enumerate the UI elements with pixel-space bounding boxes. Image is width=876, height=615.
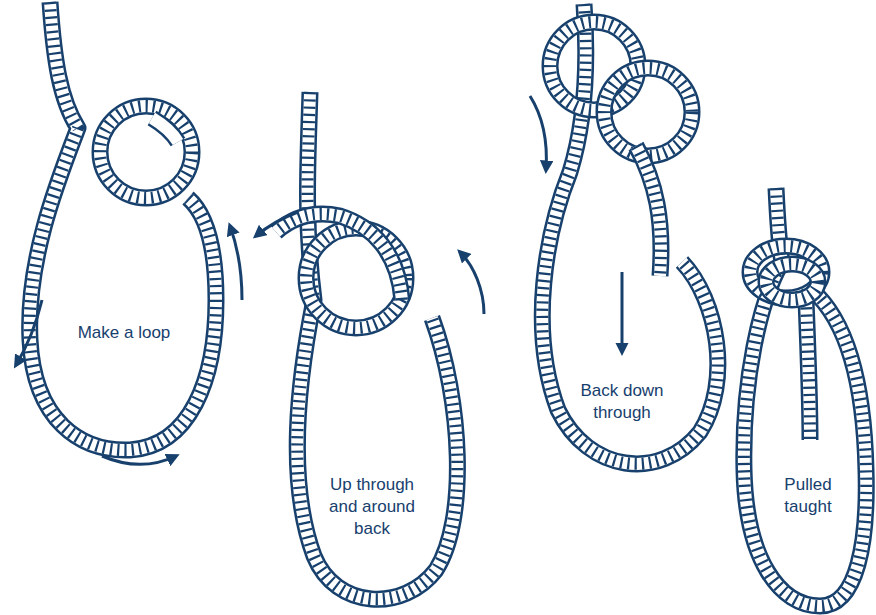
knot <box>766 264 818 300</box>
knot <box>766 264 818 300</box>
rope <box>100 106 192 198</box>
direction-arrow <box>621 272 624 352</box>
rope-end <box>276 214 402 300</box>
rope-end <box>152 118 178 142</box>
rope-end <box>636 146 661 276</box>
rope <box>30 2 216 450</box>
direction-arrow <box>102 456 176 464</box>
rope-step-one <box>30 2 216 450</box>
rope <box>604 68 692 156</box>
rope-step-four <box>744 188 866 606</box>
rope <box>30 2 216 450</box>
rope-end <box>152 118 178 142</box>
rope <box>542 4 718 464</box>
direction-arrow <box>460 252 484 314</box>
step-label: Pulled taught <box>775 474 841 518</box>
step-label: Make a loop <box>49 322 199 344</box>
rope-end <box>636 146 661 276</box>
rope-step-two <box>276 92 457 599</box>
rope-end <box>276 214 402 300</box>
direction-arrow <box>16 300 42 365</box>
direction-arrow <box>256 212 298 236</box>
rope-end <box>806 300 810 440</box>
step-label: Up through and around back <box>320 474 424 540</box>
direction-arrow <box>530 96 546 170</box>
rope <box>604 68 692 156</box>
rope-end <box>806 300 810 440</box>
rope-end <box>276 214 402 300</box>
rope <box>604 68 692 156</box>
rope <box>744 188 866 606</box>
rope <box>744 188 866 606</box>
knot <box>766 264 818 300</box>
direction-arrows <box>16 96 622 464</box>
rope <box>744 188 866 606</box>
rope <box>297 92 457 599</box>
step-label: Back down through <box>572 380 672 424</box>
rope <box>297 92 457 599</box>
rope <box>30 2 216 450</box>
direction-arrow <box>230 226 242 300</box>
rope <box>542 4 718 464</box>
rope-end <box>806 300 810 440</box>
rope <box>100 106 192 198</box>
rope-end <box>636 146 661 276</box>
rope <box>542 4 718 464</box>
rope <box>100 106 192 198</box>
rope <box>297 92 457 599</box>
rope-step-three <box>542 4 718 464</box>
